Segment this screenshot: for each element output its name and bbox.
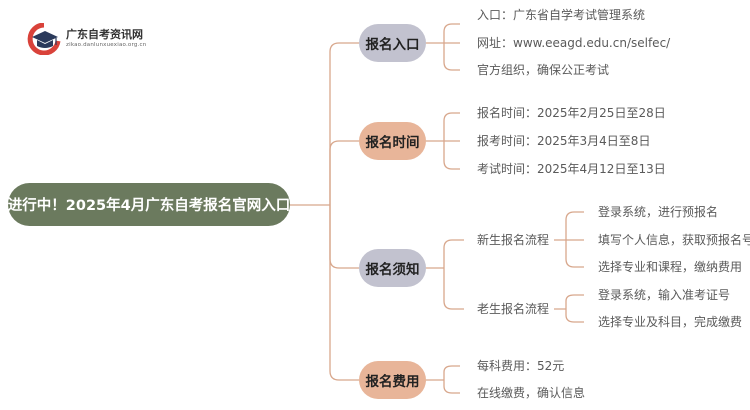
leaf-entry-url: 网址：www.eeagd.edu.cn/selfec/ (477, 36, 671, 50)
old-student-lines (554, 294, 584, 323)
graduation-cap-icon (27, 23, 61, 55)
leaf-new-info: 填写个人信息，获取预报名号 (598, 233, 750, 247)
root-node: 进行中！2025年4月广东自考报名官网入口 (8, 183, 290, 226)
entry-lines (426, 23, 460, 71)
site-logo[interactable]: 广东自考资讯网 zikao.danlunxuexiao.org.cn (26, 21, 176, 57)
leaf-fee-amount: 每科费用：52元 (477, 359, 565, 373)
leaf-old-pay: 选择专业及科目，完成缴费 (598, 315, 743, 329)
sub-node-old-student: 老生报名流程 (477, 302, 550, 316)
sub-node-new-student: 新生报名流程 (477, 233, 550, 247)
branch-to-time (329, 140, 359, 205)
category-node-fee: 报名费用 (359, 361, 426, 399)
new-student-lines (554, 211, 584, 268)
notice-lines (426, 239, 464, 310)
time-lines (426, 112, 460, 170)
leaf-new-pay: 选择专业和课程，缴纳费用 (598, 260, 743, 274)
leaf-fee-online: 在线缴费，确认信息 (477, 386, 586, 400)
logo-title: 广东自考资讯网 (66, 28, 143, 41)
branch-to-entry (329, 42, 359, 205)
leaf-entry-system: 入口：广东省自学考试管理系统 (477, 8, 646, 22)
leaf-exam-time: 考试时间：2025年4月12日至13日 (477, 162, 666, 176)
leaf-old-login: 登录系统，输入准考证号 (598, 288, 731, 302)
logo-subtitle: zikao.danlunxuexiao.org.cn (66, 42, 147, 48)
category-node-time: 报名时间 (359, 122, 426, 160)
branch-to-fee (329, 205, 359, 381)
leaf-signup-time: 报名时间：2025年2月25日至28日 (477, 106, 666, 120)
category-node-entry: 报名入口 (359, 24, 426, 62)
leaf-register-time: 报考时间：2025年3月4日至8日 (477, 134, 651, 148)
fee-lines (426, 365, 460, 394)
leaf-new-login: 登录系统，进行预报名 (598, 205, 719, 219)
leaf-entry-official: 官方组织，确保公正考试 (477, 63, 610, 77)
branch-to-notice (329, 205, 359, 269)
category-node-notice: 报名须知 (359, 249, 426, 287)
